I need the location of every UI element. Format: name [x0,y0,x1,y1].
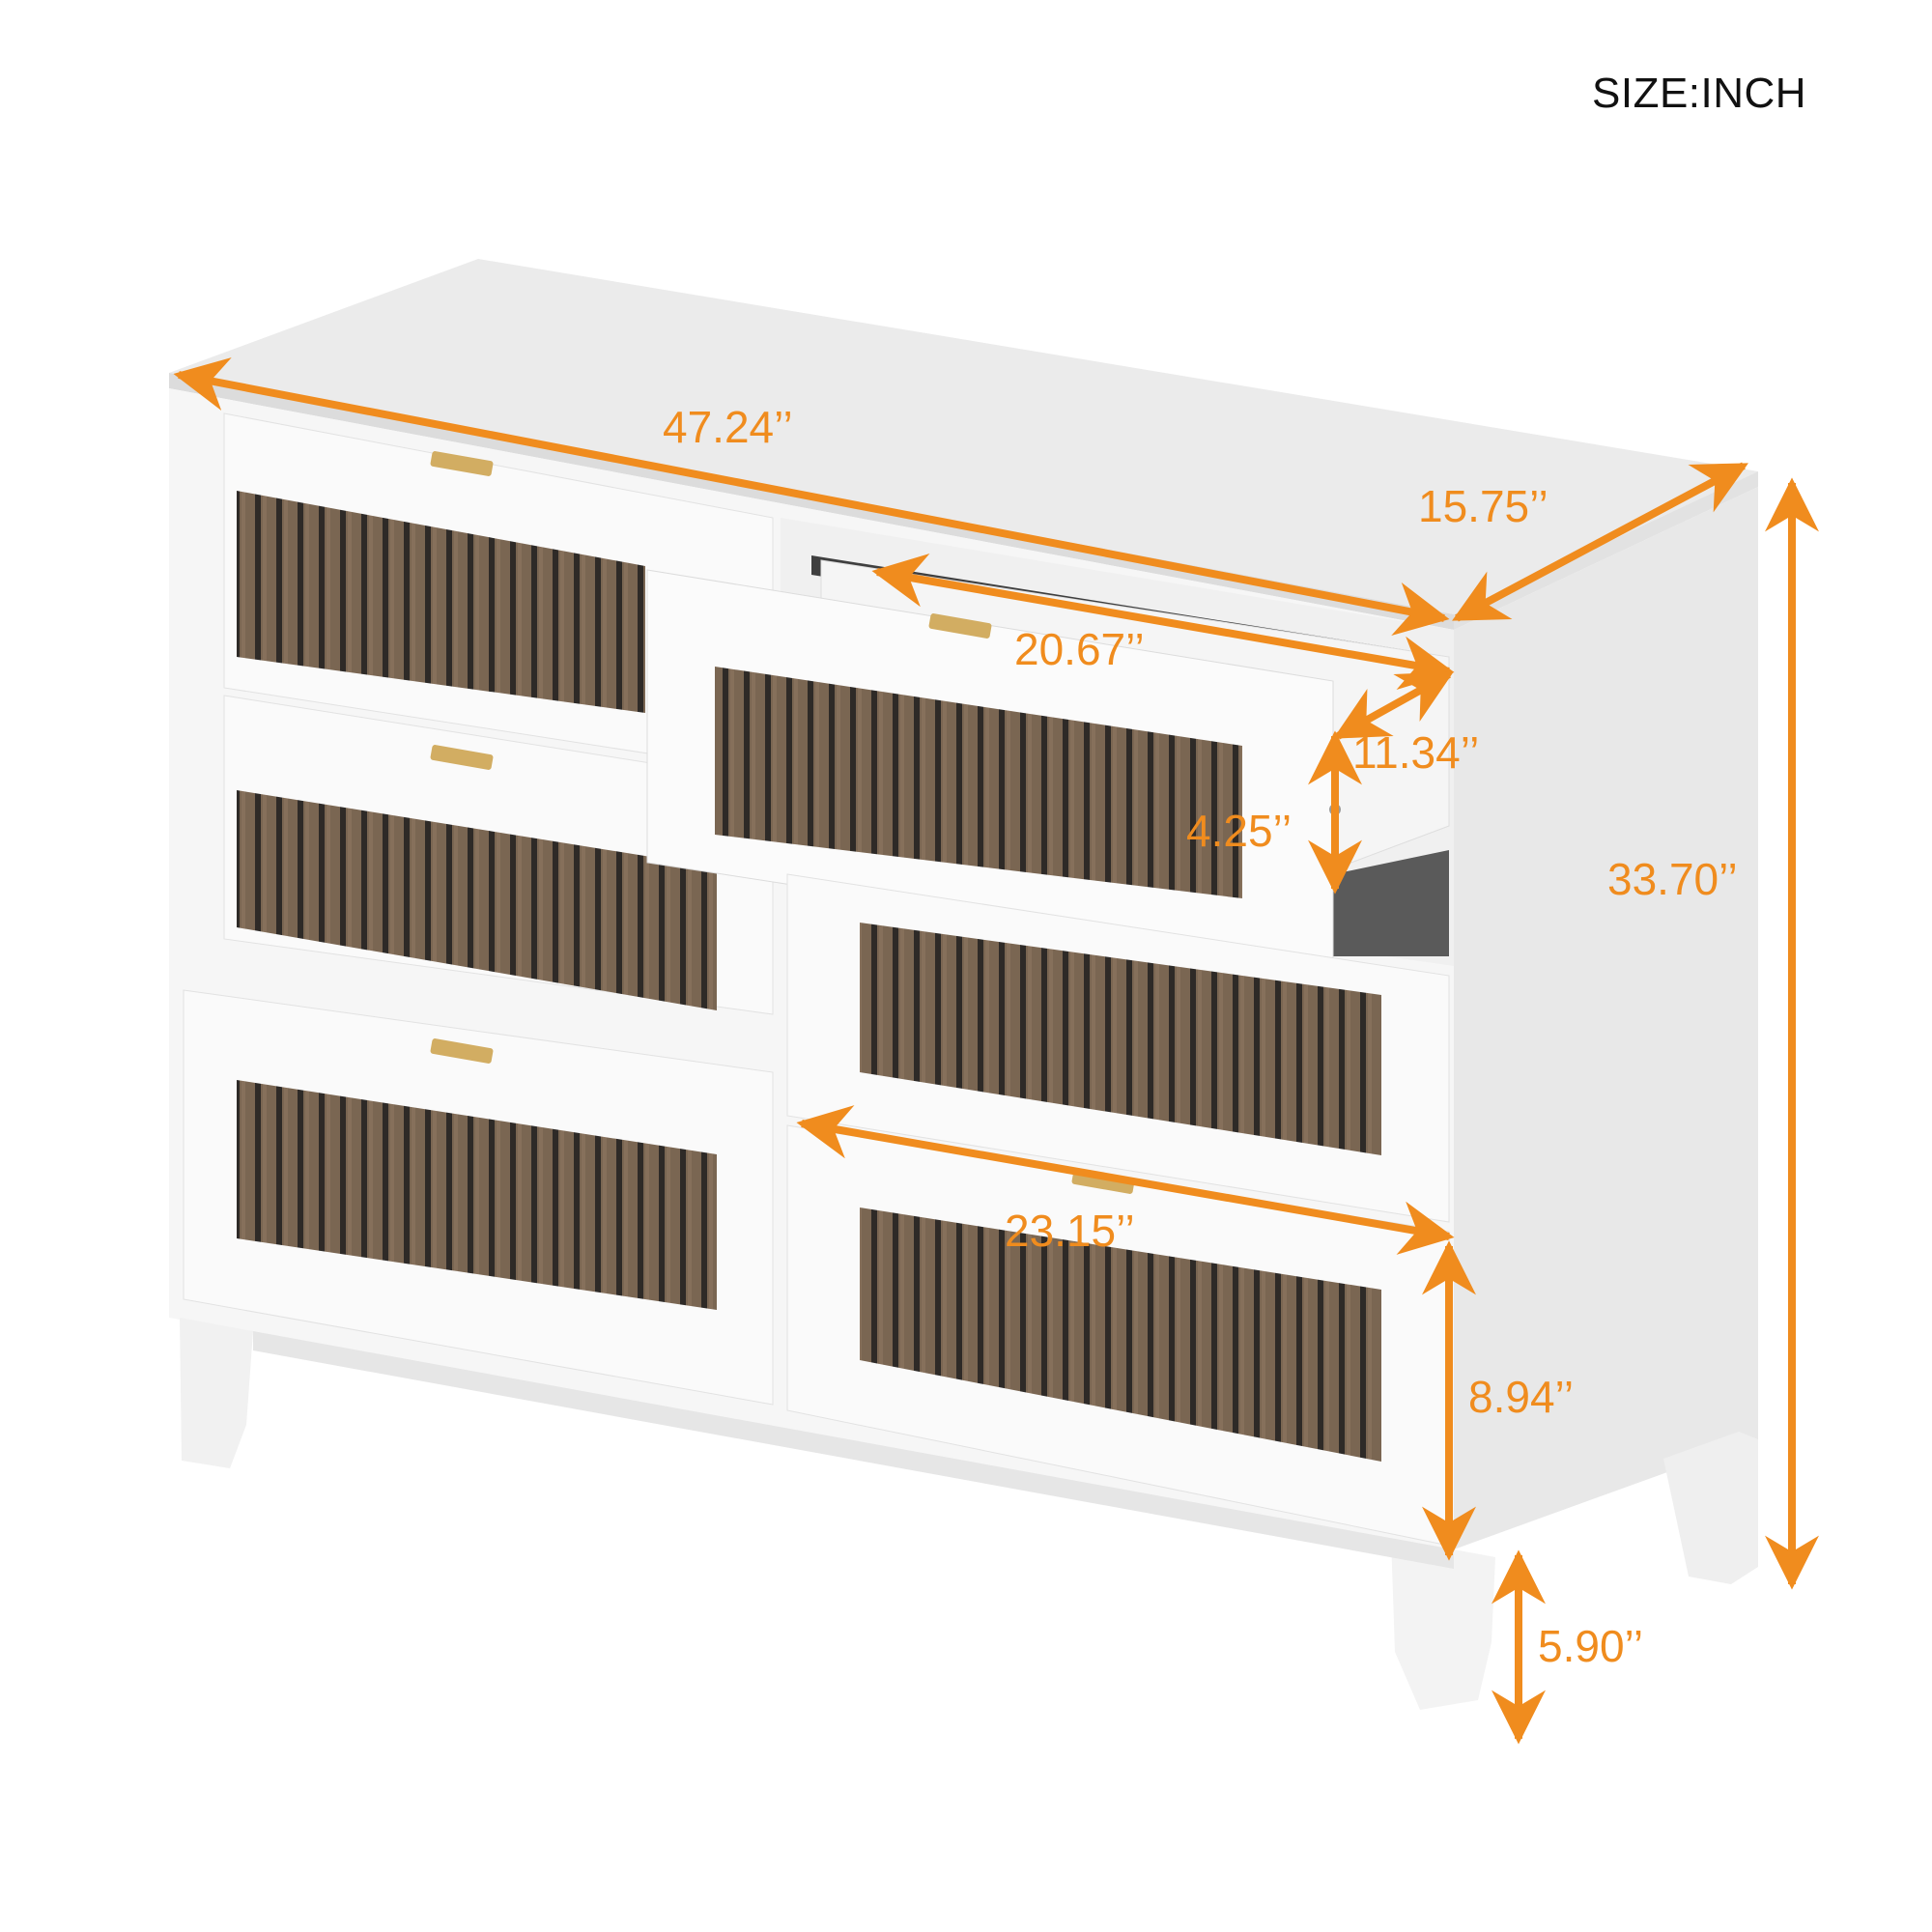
dimension-annotations [173,357,1819,1745]
label-leg-height: 5.90’’ [1538,1621,1643,1671]
label-large-drawer-height: 8.94’’ [1468,1372,1574,1422]
leg-front-left [180,1318,253,1468]
dresser-legs [180,1318,1495,1710]
label-drawer-inner-height: 4.25’’ [1186,806,1292,856]
label-drawer-inner-depth: 11.34’’ [1352,727,1479,778]
drawer-handle [430,745,494,770]
drawer-left-middle[interactable] [223,695,774,1015]
label-overall-depth: 15.75’’ [1418,481,1548,531]
arrow-drawer-inner-depth [1333,670,1454,740]
label-overall-width: 47.24’’ [663,402,793,452]
size-unit-label: SIZE:INCH [1592,70,1807,117]
drawer-handle [430,1038,494,1064]
arrow-drawer-inner-width [871,554,1455,690]
label-drawer-inner-width: 20.67’’ [1014,624,1145,674]
apron [253,1331,1454,1569]
leg-front-right [1391,1538,1495,1710]
drawer-left-bottom[interactable] [183,989,774,1406]
label-overall-height: 33.70’’ [1607,854,1738,904]
arrow-overall-depth [1452,462,1748,622]
dresser-side-panel [1454,487,1758,1584]
label-large-drawer-width: 23.15’’ [1005,1206,1135,1256]
arrow-large-drawer-width [796,1105,1455,1255]
